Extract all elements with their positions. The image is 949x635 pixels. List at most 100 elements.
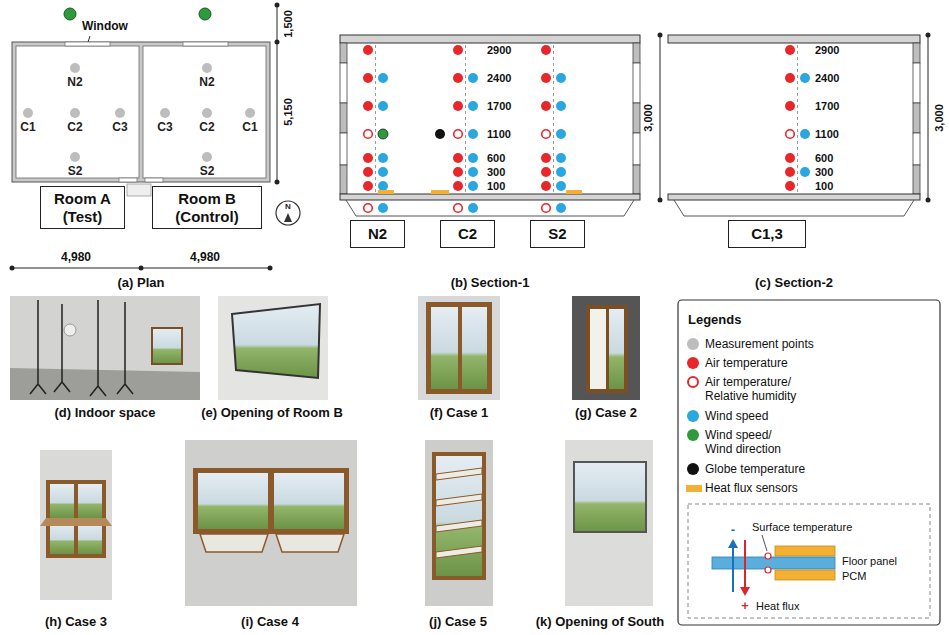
wind-speed-dot: [800, 129, 810, 139]
measurement-point: [23, 108, 33, 118]
window-section: [913, 133, 920, 165]
box-text: C1,3: [751, 225, 783, 242]
legend-text: Measurement points: [705, 337, 814, 351]
air-temp-dot: [363, 73, 373, 83]
window-section: [340, 133, 347, 165]
air-temp-dot: [785, 45, 795, 55]
wind-speed-dot: [556, 181, 566, 191]
leader-line: [762, 535, 767, 551]
wind-speed-dot: [556, 129, 566, 139]
caption: (e) Opening of Room B: [201, 406, 343, 420]
air-temp-dot: [541, 45, 551, 55]
temp-rh-dot: [364, 204, 373, 213]
label-box: C2: [440, 220, 495, 248]
height-label: 1700: [487, 100, 511, 112]
inset-label: PCM: [842, 570, 866, 582]
point-label: C1: [242, 121, 257, 134]
caption: (d) Indoor space: [54, 406, 155, 420]
air-temp-dot: [453, 73, 463, 83]
temp-rh-dot: [454, 130, 463, 139]
air-temp-dot: [363, 167, 373, 177]
window-opening: [65, 42, 110, 46]
dimension-text: 3,000: [933, 104, 945, 132]
wind-speed-dot: [468, 181, 478, 191]
window-section: [340, 63, 347, 103]
dimension-line: [277, 5, 278, 182]
wind-speed-dot: [378, 167, 388, 177]
temp-rh-dot: [454, 204, 463, 213]
temp-rh-dot: [542, 204, 551, 213]
wall: [340, 165, 347, 194]
floor-slab: [340, 194, 640, 200]
photo-frame: [586, 305, 628, 393]
dimension-tick: [658, 33, 663, 38]
height-label: 1700: [815, 100, 839, 112]
air-temp-dot: [785, 101, 795, 111]
wind-speed-dot: [378, 181, 388, 191]
dimension-tick: [926, 33, 931, 38]
outdoor-sensor: [199, 8, 211, 20]
photo-pane: [78, 522, 102, 554]
wind-speed-dot: [468, 167, 478, 177]
caption: (k) Opening of South: [536, 615, 665, 629]
air-temp-dot: [541, 153, 551, 163]
photo-case3: [40, 450, 112, 600]
photo-bg: [185, 440, 357, 606]
photo-opening-b: [218, 296, 328, 400]
flux-arrow: [732, 546, 734, 592]
point-label: C3: [112, 121, 127, 134]
inset-label: Heat flux: [756, 600, 799, 612]
air-temp-dot: [363, 181, 373, 191]
photo-pane: [609, 309, 624, 389]
point-label: S2: [68, 165, 83, 178]
photo-pane: [274, 473, 344, 529]
sign-label: -: [731, 523, 735, 537]
air-temp-dot: [363, 45, 373, 55]
height-label: 300: [487, 166, 505, 178]
photo-bg: [572, 296, 640, 400]
flux-arrowhead: [728, 539, 738, 548]
dimension-tick: [658, 198, 663, 203]
dimension-tick: [926, 198, 931, 203]
point-label: N2: [199, 76, 214, 89]
dimension-tick: [275, 180, 280, 185]
wind-speed-dot: [378, 101, 388, 111]
caption: (c) Section-2: [755, 276, 833, 290]
legend-swatch: [687, 338, 699, 350]
legend-text: Wind speed: [705, 409, 768, 423]
box-text: Room A (Test): [45, 190, 120, 225]
box-text: N2: [368, 225, 387, 242]
photo-bg: [10, 296, 200, 400]
note-label: Window: [82, 20, 128, 33]
air-temp-dot: [453, 181, 463, 191]
photo-pane: [462, 307, 487, 389]
roof-slab: [340, 35, 640, 43]
photo-bg: [218, 296, 328, 400]
window-section: [913, 63, 920, 103]
caption: (a) Plan: [118, 276, 165, 290]
height-label: 2900: [815, 44, 839, 56]
temp-rh-dot: [786, 130, 795, 139]
air-temp-dot: [785, 153, 795, 163]
photo-case1: [418, 296, 500, 400]
air-temp-dot: [453, 167, 463, 177]
wind-direction-dot: [378, 129, 388, 139]
floor-base: [674, 200, 914, 216]
dimension-tick: [275, 40, 280, 45]
roof-slab: [668, 35, 920, 43]
photo-louver: [436, 468, 482, 480]
photo-case4: [185, 440, 357, 606]
legend-box: [678, 300, 940, 625]
measurement-point: [70, 108, 80, 118]
wind-speed-dot: [556, 203, 566, 213]
wall: [913, 43, 920, 63]
air-temp-dot: [785, 73, 795, 83]
air-temp-dot: [541, 167, 551, 177]
caption: (f) Case 1: [430, 406, 489, 420]
legend-text: Air temperature/ Relative humidity: [705, 375, 802, 403]
inset-box: [688, 504, 930, 618]
label-box: Room A (Test): [40, 186, 125, 229]
photo-pane: [590, 309, 606, 389]
photo-pane: [50, 522, 74, 554]
height-label: 1100: [487, 128, 511, 140]
